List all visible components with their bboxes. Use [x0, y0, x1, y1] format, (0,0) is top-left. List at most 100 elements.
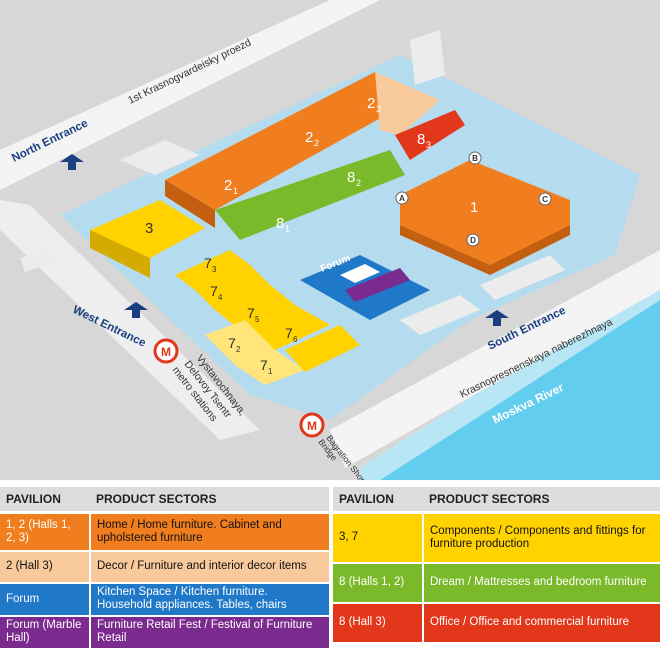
legend-sectors: Home / Home furniture. Cabinet and uphol…: [90, 512, 329, 552]
grey-building: [410, 30, 445, 85]
grey-building: [400, 295, 480, 335]
hall-2-3: [375, 72, 440, 135]
metro-icon: [153, 338, 179, 364]
legend-row: 3, 7 Components / Components and fitting…: [333, 512, 660, 564]
svg-text:5: 5: [255, 315, 260, 324]
legend-row: 2 (Hall 3) Decor / Furniture and interio…: [0, 550, 329, 584]
hall-7-5: [215, 285, 295, 330]
north-road: [0, 0, 380, 190]
hall-3-top: [90, 200, 205, 258]
hall-1: [400, 160, 570, 265]
grey-building: [20, 248, 55, 272]
svg-text:1: 1: [233, 186, 238, 196]
metro-icon: [299, 412, 325, 438]
svg-text:3: 3: [426, 140, 431, 150]
legend-sectors: Kitchen Space / Kitchen furniture. House…: [90, 582, 329, 617]
west-entrance-arrow-icon: [124, 302, 148, 318]
hall-7-4: [195, 265, 270, 310]
hall-2-block: [165, 72, 400, 210]
hall-1-side: [400, 225, 570, 275]
svg-text:2: 2: [367, 95, 375, 112]
svg-text:1: 1: [285, 224, 290, 234]
venue-map: M M 1st Krasnogvardeisky proezd Krasnopr…: [0, 0, 660, 480]
venue-area: [60, 55, 640, 420]
legend-row: 8 (Hall 3) Office / Office and commercia…: [333, 602, 660, 644]
svg-text:7: 7: [210, 283, 218, 299]
svg-text:7: 7: [260, 357, 268, 373]
svg-text:3: 3: [145, 220, 153, 237]
svg-text:8: 8: [347, 169, 355, 186]
legend-pavilion: Forum: [0, 582, 91, 617]
svg-text:3: 3: [376, 104, 381, 114]
hall-label-1: 1: [470, 199, 478, 216]
svg-text:6: 6: [293, 335, 298, 344]
hall-7-1: [235, 350, 305, 385]
legend-pavilion: 3, 7: [333, 512, 424, 564]
svg-text:D: D: [470, 236, 476, 245]
svg-text:3: 3: [212, 265, 217, 274]
legend-row: Forum (Marble Hall) Furniture Retail Fes…: [0, 615, 329, 650]
legend-header-pavilion: PAVILION: [333, 487, 423, 514]
legend-row: 1, 2 (Halls 1, 2, 3) Home / Home furnitu…: [0, 512, 329, 552]
legend-sectors: Furniture Retail Fest / Festival of Furn…: [90, 615, 329, 650]
gate-b: B: [468, 151, 482, 165]
legend-row: Forum Kitchen Space / Kitchen furniture.…: [0, 582, 329, 617]
svg-text:7: 7: [228, 335, 236, 351]
legend-pavilion: 8 (Hall 3): [333, 602, 424, 644]
svg-text:2: 2: [356, 178, 361, 188]
svg-text:B: B: [472, 154, 478, 163]
hall-8-3: [395, 110, 465, 160]
hall-3-side: [90, 230, 150, 278]
svg-text:C: C: [542, 195, 548, 204]
legend-right: PAVILION PRODUCT SECTORS 3, 7 Components…: [333, 487, 660, 644]
hall-2-side: [165, 180, 215, 228]
legend-pavilion: 2 (Hall 3): [0, 550, 91, 584]
south-road: [330, 250, 660, 468]
grey-building: [120, 140, 200, 175]
svg-text:2: 2: [305, 129, 313, 146]
gate-c: C: [538, 192, 552, 206]
svg-text:2: 2: [314, 138, 319, 148]
hall-7-extra: [285, 325, 360, 372]
legend-left: PAVILION PRODUCT SECTORS 1, 2 (Halls 1, …: [0, 487, 329, 650]
hall-8-green: [215, 150, 405, 240]
grey-building: [480, 255, 565, 300]
svg-text:7: 7: [285, 325, 293, 341]
legend-header-sectors: PRODUCT SECTORS: [90, 487, 329, 514]
svg-text:2: 2: [236, 345, 241, 354]
forum-marble-hall: [345, 268, 410, 302]
svg-text:8: 8: [276, 215, 284, 232]
legend-pavilion: 8 (Halls 1, 2): [333, 562, 424, 604]
svg-text:A: A: [399, 194, 405, 203]
hall-label-3: 3: [145, 220, 153, 237]
svg-text:2: 2: [224, 177, 232, 194]
legend-sectors: Decor / Furniture and interior decor ite…: [90, 550, 329, 584]
gate-d: D: [466, 233, 480, 247]
legend-sectors: Dream / Mattresses and bedroom furniture: [423, 562, 660, 604]
svg-text:7: 7: [247, 305, 255, 321]
hall-7-2: [205, 320, 275, 365]
south-entrance-arrow-icon: [485, 310, 509, 326]
svg-text:7: 7: [204, 255, 212, 271]
legend-header-pavilion: PAVILION: [0, 487, 90, 514]
legend-row: 8 (Halls 1, 2) Dream / Mattresses and be…: [333, 562, 660, 604]
metro-icon-letter: M: [161, 345, 171, 359]
north-entrance-arrow-icon: [60, 154, 84, 170]
metro-icon-letter: M: [307, 419, 317, 433]
hall-7-3: [175, 250, 250, 290]
legend-pavilion: Forum (Marble Hall): [0, 615, 91, 650]
gate-a: A: [395, 191, 409, 205]
legend-sectors: Office / Office and commercial furniture: [423, 602, 660, 644]
legend-header-sectors: PRODUCT SECTORS: [423, 487, 660, 514]
svg-text:4: 4: [218, 293, 223, 302]
